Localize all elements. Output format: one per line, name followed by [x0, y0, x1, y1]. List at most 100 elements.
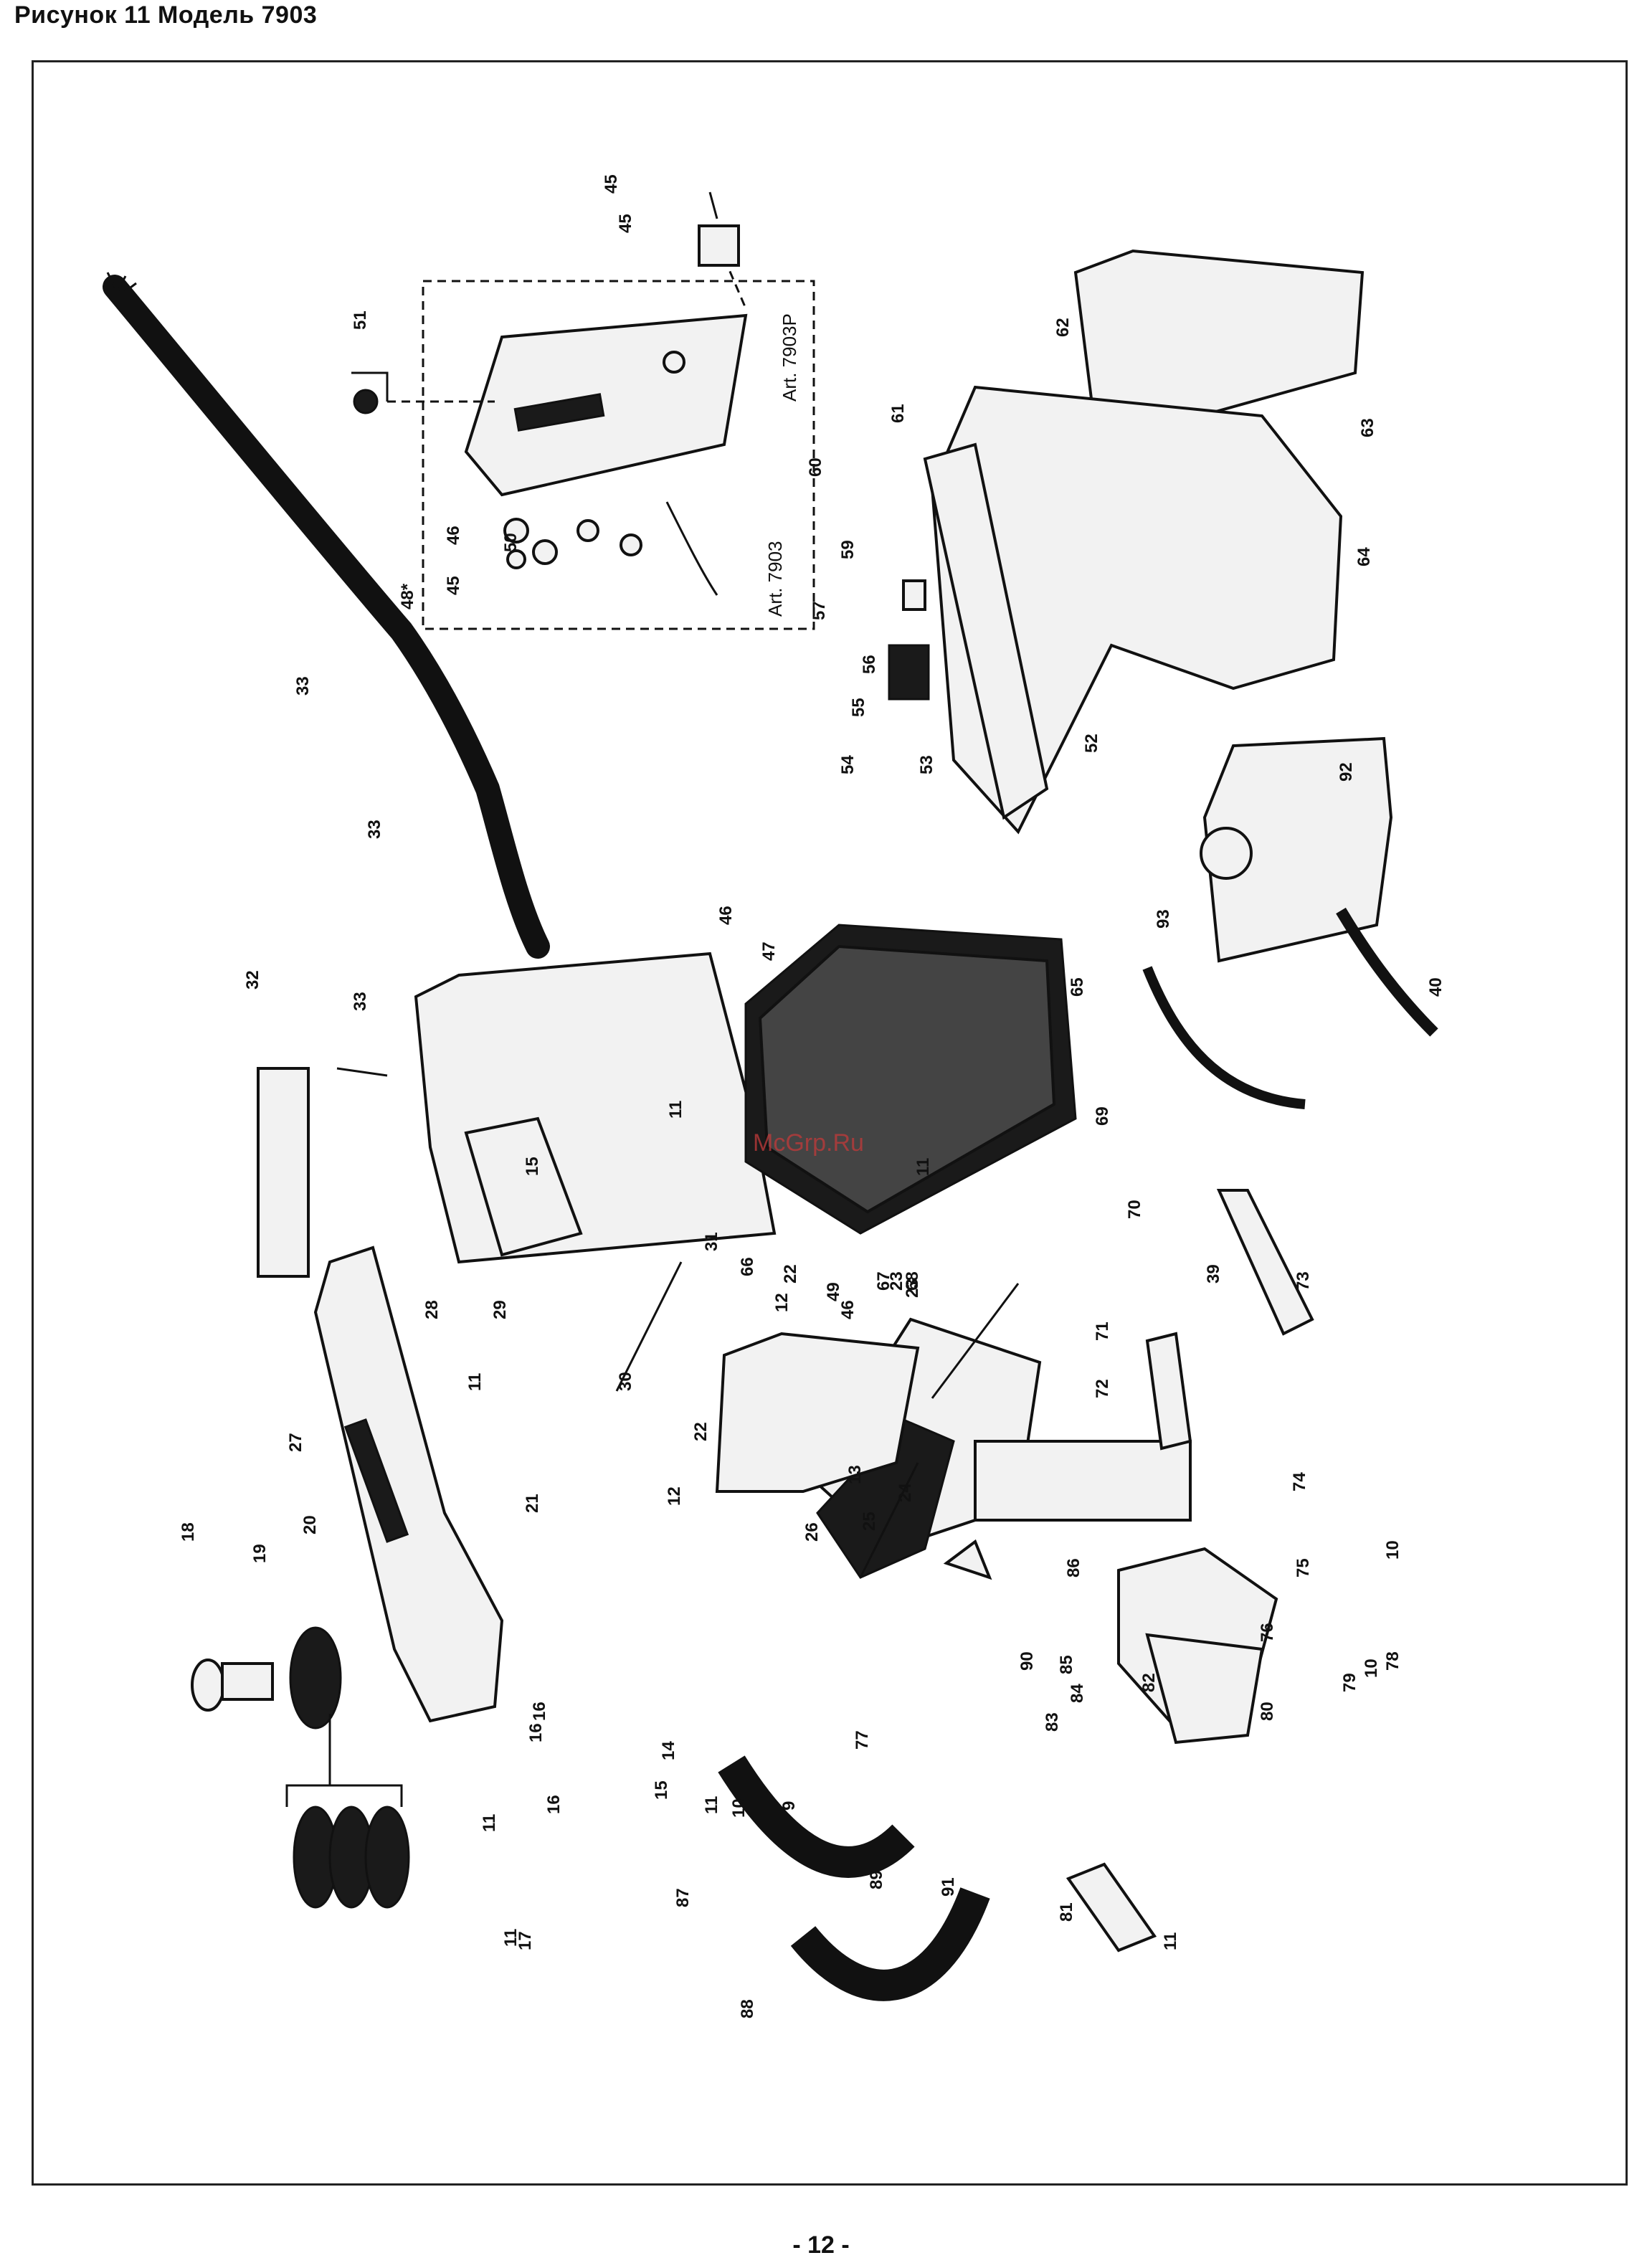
callout-80: 80: [1258, 1702, 1277, 1721]
callout-28: 28: [422, 1300, 442, 1319]
callout-19: 19: [250, 1544, 270, 1563]
callout-75: 75: [1294, 1558, 1313, 1577]
callout-55: 55: [849, 698, 868, 717]
callout-88: 88: [738, 1999, 757, 2018]
callout-47: 47: [759, 941, 779, 961]
callout-53: 53: [917, 755, 936, 774]
callout-59: 59: [838, 540, 858, 559]
callout-56: 56: [860, 655, 879, 674]
callout-49: 49: [824, 1282, 843, 1301]
figure-header: Рисунок 11 Модель 7903: [14, 1, 318, 29]
callout-11: 11: [465, 1373, 485, 1391]
callout-57: 57: [810, 601, 829, 620]
callout-22: 22: [691, 1422, 711, 1441]
callout-76: 76: [1258, 1623, 1277, 1642]
callout-27: 27: [286, 1433, 305, 1452]
callout-77: 77: [853, 1730, 872, 1750]
callout-22: 22: [781, 1264, 800, 1284]
callout-12: 12: [665, 1486, 684, 1506]
callout-45: 45: [602, 174, 621, 194]
diagram-frame: [32, 60, 1628, 2186]
callout-72: 72: [1093, 1379, 1112, 1398]
callout-63: 63: [1358, 418, 1377, 437]
part-84-hose: [718, 1755, 915, 1878]
part-17-cap: [191, 1659, 225, 1712]
part-85-hose: [790, 1887, 990, 2001]
part-29-frame: [414, 952, 777, 1264]
callout-12: 12: [772, 1293, 792, 1312]
callout-26: 26: [802, 1522, 822, 1542]
part-19-spring: [289, 1626, 342, 1730]
callout-30: 30: [616, 1372, 635, 1391]
inset-label-7903: Art. 7903: [764, 541, 786, 617]
callout-32: 32: [243, 970, 262, 990]
callout-13: 13: [845, 1465, 865, 1484]
callout-90: 90: [1017, 1651, 1037, 1671]
part-28-bolt: [615, 1261, 683, 1392]
callout-15: 15: [652, 1780, 671, 1800]
callout-68: 68: [903, 1271, 922, 1291]
callout-82: 82: [1139, 1673, 1159, 1692]
callout-91: 91: [939, 1877, 958, 1897]
part-50-switch: [888, 644, 930, 701]
callout-87: 87: [673, 1888, 693, 1907]
callout-69: 69: [1093, 1106, 1112, 1126]
part-93-warning-label: [943, 1539, 992, 1580]
callout-71: 71: [1093, 1322, 1112, 1341]
callout-11: 11: [666, 1101, 685, 1119]
callout-23: 23: [903, 1278, 922, 1298]
callout-24: 24: [896, 1483, 915, 1502]
part-78-pad: [1066, 1862, 1157, 1953]
part-49-housing: [930, 385, 1343, 835]
power-cable: [103, 275, 550, 959]
spring-stack: [293, 1806, 410, 1909]
watermark: McGrp.Ru: [753, 1129, 864, 1157]
callout-11: 11: [501, 1929, 521, 1947]
callout-31: 31: [702, 1232, 721, 1251]
callout-9: 9: [779, 1801, 799, 1811]
callout-66: 66: [738, 1257, 757, 1276]
callout-62: 62: [1053, 318, 1073, 337]
inset-group-label: 48*: [398, 583, 417, 609]
callout-61: 61: [888, 404, 908, 423]
callout-18: 18: [179, 1522, 198, 1542]
part-71-clamp: [974, 1440, 1192, 1522]
callout-89: 89: [867, 1870, 886, 1889]
callout-10: 10: [729, 1798, 749, 1818]
callout-46: 46: [716, 906, 736, 925]
callout-15: 15: [523, 1157, 542, 1176]
part-40-pin: [708, 191, 718, 219]
callout-10: 10: [1362, 1659, 1381, 1678]
callout-73: 73: [1294, 1271, 1313, 1291]
cable-33c: [1336, 907, 1438, 1037]
part-18-screw: [221, 1662, 274, 1701]
callout-64: 64: [1354, 547, 1374, 566]
part-24-pin: [859, 1462, 919, 1578]
part-68-pin: [931, 1283, 1020, 1399]
cable-33b: [1142, 966, 1306, 1109]
callout-93: 93: [1154, 909, 1173, 929]
part-30-cover: [257, 1067, 310, 1278]
callout-65: 65: [1068, 977, 1087, 997]
circuit-board: [464, 313, 748, 497]
callout-16: 16: [530, 1702, 549, 1721]
callout-84: 84: [1068, 1684, 1087, 1703]
callout-46: 46: [838, 1300, 858, 1319]
callout-52: 52: [1082, 734, 1101, 753]
part-89-control-box: [1202, 736, 1393, 963]
part-54-lever: [902, 579, 926, 611]
part-90-knob: [1200, 827, 1253, 880]
part-47-clip: [353, 389, 379, 414]
callout-70: 70: [1125, 1200, 1144, 1219]
callout-81: 81: [1057, 1902, 1076, 1922]
callout-11: 11: [480, 1814, 499, 1832]
callout-14: 14: [659, 1741, 678, 1760]
terminal-block: [513, 393, 605, 432]
callout-10: 10: [1383, 1540, 1403, 1560]
inset-label-7903p: Art. 7903P: [779, 313, 800, 402]
part-39-relay: [698, 224, 740, 267]
callout-40: 40: [1426, 977, 1446, 997]
callout-29: 29: [490, 1300, 510, 1319]
callout-23: 23: [887, 1271, 906, 1291]
